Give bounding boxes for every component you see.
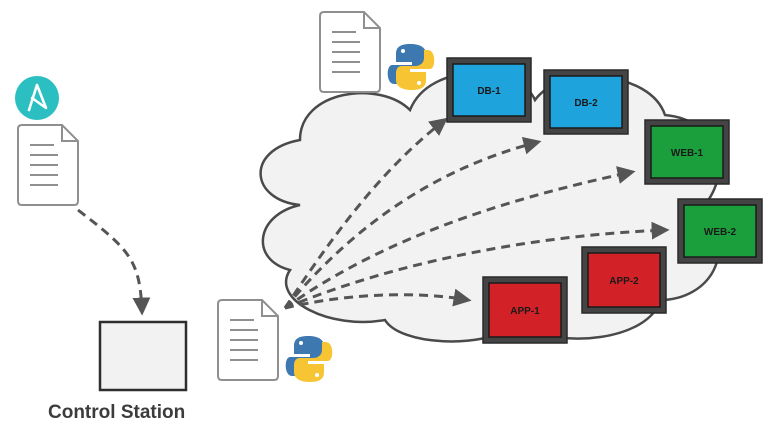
- playbook-to-station-arrow: [77, 208, 151, 316]
- local-playbook-document-icon: [17, 124, 79, 206]
- node-web1: WEB-1: [644, 119, 730, 185]
- web1-label: WEB-1: [671, 148, 704, 159]
- node-app2: APP-2: [581, 246, 667, 314]
- control-station-box: [98, 320, 188, 392]
- arrow-to-web2: [284, 221, 670, 310]
- top-python-logo-icon: [387, 44, 435, 90]
- db1-fill: [452, 63, 526, 117]
- web2-label: WEB-2: [704, 227, 737, 238]
- app2-label: APP-2: [609, 276, 639, 287]
- node-db2: DB-2: [543, 69, 629, 135]
- dispatch-arrows: [283, 117, 670, 310]
- runtime-python-logo-icon: [285, 336, 333, 382]
- arrow-to-db2: [283, 136, 542, 309]
- ansible-logo-icon: [15, 76, 59, 120]
- node-db1: DB-1: [446, 57, 532, 123]
- top-playbook-document-icon: [319, 11, 381, 93]
- control-station-caption: Control Station: [48, 402, 185, 423]
- node-web2: WEB-2: [677, 198, 763, 264]
- arrow-to-web1: [284, 166, 636, 310]
- db2-label: DB-2: [574, 98, 598, 109]
- node-app1: APP-1: [482, 276, 568, 344]
- arrow-to-db1: [283, 117, 448, 309]
- app1-label: APP-1: [510, 306, 540, 317]
- runtime-playbook-document-icon: [217, 299, 279, 381]
- db1-label: DB-1: [477, 86, 501, 97]
- arrow-to-app1: [284, 288, 472, 310]
